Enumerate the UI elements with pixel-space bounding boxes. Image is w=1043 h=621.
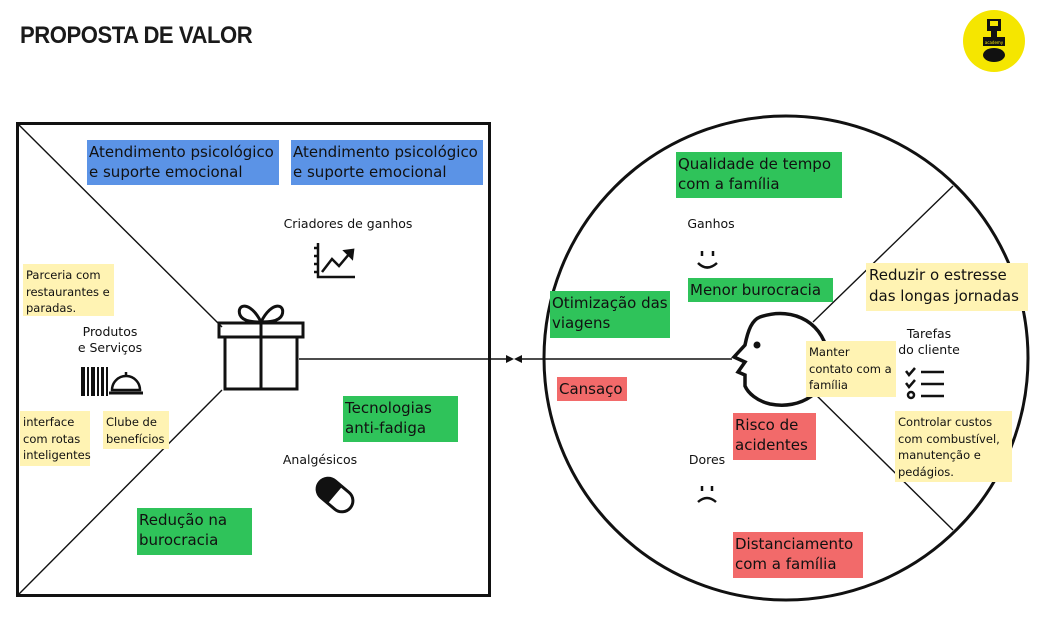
gift-icon — [217, 304, 305, 391]
job-note: Controlar custos com combustível, manute… — [895, 411, 1012, 482]
sad-face-icon — [697, 486, 717, 503]
gain-creator-note: Atendimento psicológico e suporte emocio… — [87, 140, 279, 185]
customer-face-icon — [731, 311, 830, 407]
smiley-icon — [697, 251, 718, 269]
pill-icon — [315, 476, 355, 514]
products-services-label: Produtos e Serviços — [77, 324, 143, 355]
gain-note: Menor burocracia — [688, 278, 833, 302]
barcode-service-bell-icon — [81, 367, 143, 396]
gain-note: Otimização das viagens — [550, 291, 670, 338]
product-note: Parceria com restaurantes e paradas. — [23, 264, 114, 316]
growth-chart-icon — [314, 243, 355, 279]
svg-text:academy: academy — [985, 40, 1004, 45]
pains-label: Dores — [688, 452, 726, 467]
gain-creator-note: Atendimento psicológico e suporte emocio… — [291, 140, 483, 185]
academy-badge-icon: academy — [963, 10, 1025, 72]
pain-note: Distanciamento com a família — [733, 532, 863, 578]
product-note: interface com rotas inteligentes — [20, 411, 91, 466]
gains-label: Ganhos — [687, 216, 735, 231]
pain-reliever-note: Tecnologias anti-fadiga — [343, 396, 458, 442]
gain-creators-label: Criadores de ganhos — [283, 216, 413, 231]
pain-relievers-label: Analgésicos — [282, 452, 358, 467]
product-note: Clube de benefícios — [103, 411, 169, 449]
checklist-icon — [905, 367, 944, 400]
customer-profile-circle — [542, 114, 1030, 602]
pain-note: Risco de acidentes — [733, 413, 816, 460]
job-note: Manter contato com a família — [806, 341, 896, 397]
customer-jobs-label: Tarefas do cliente — [898, 326, 960, 357]
gain-note: Qualidade de tempo com a família — [676, 152, 842, 198]
page-title: PROPOSTA DE VALOR — [20, 22, 253, 49]
pain-note: Cansaço — [557, 377, 627, 401]
job-note: Reduzir o estresse das longas jornadas — [866, 263, 1028, 311]
pain-reliever-note: Redução na burocracia — [137, 508, 252, 555]
